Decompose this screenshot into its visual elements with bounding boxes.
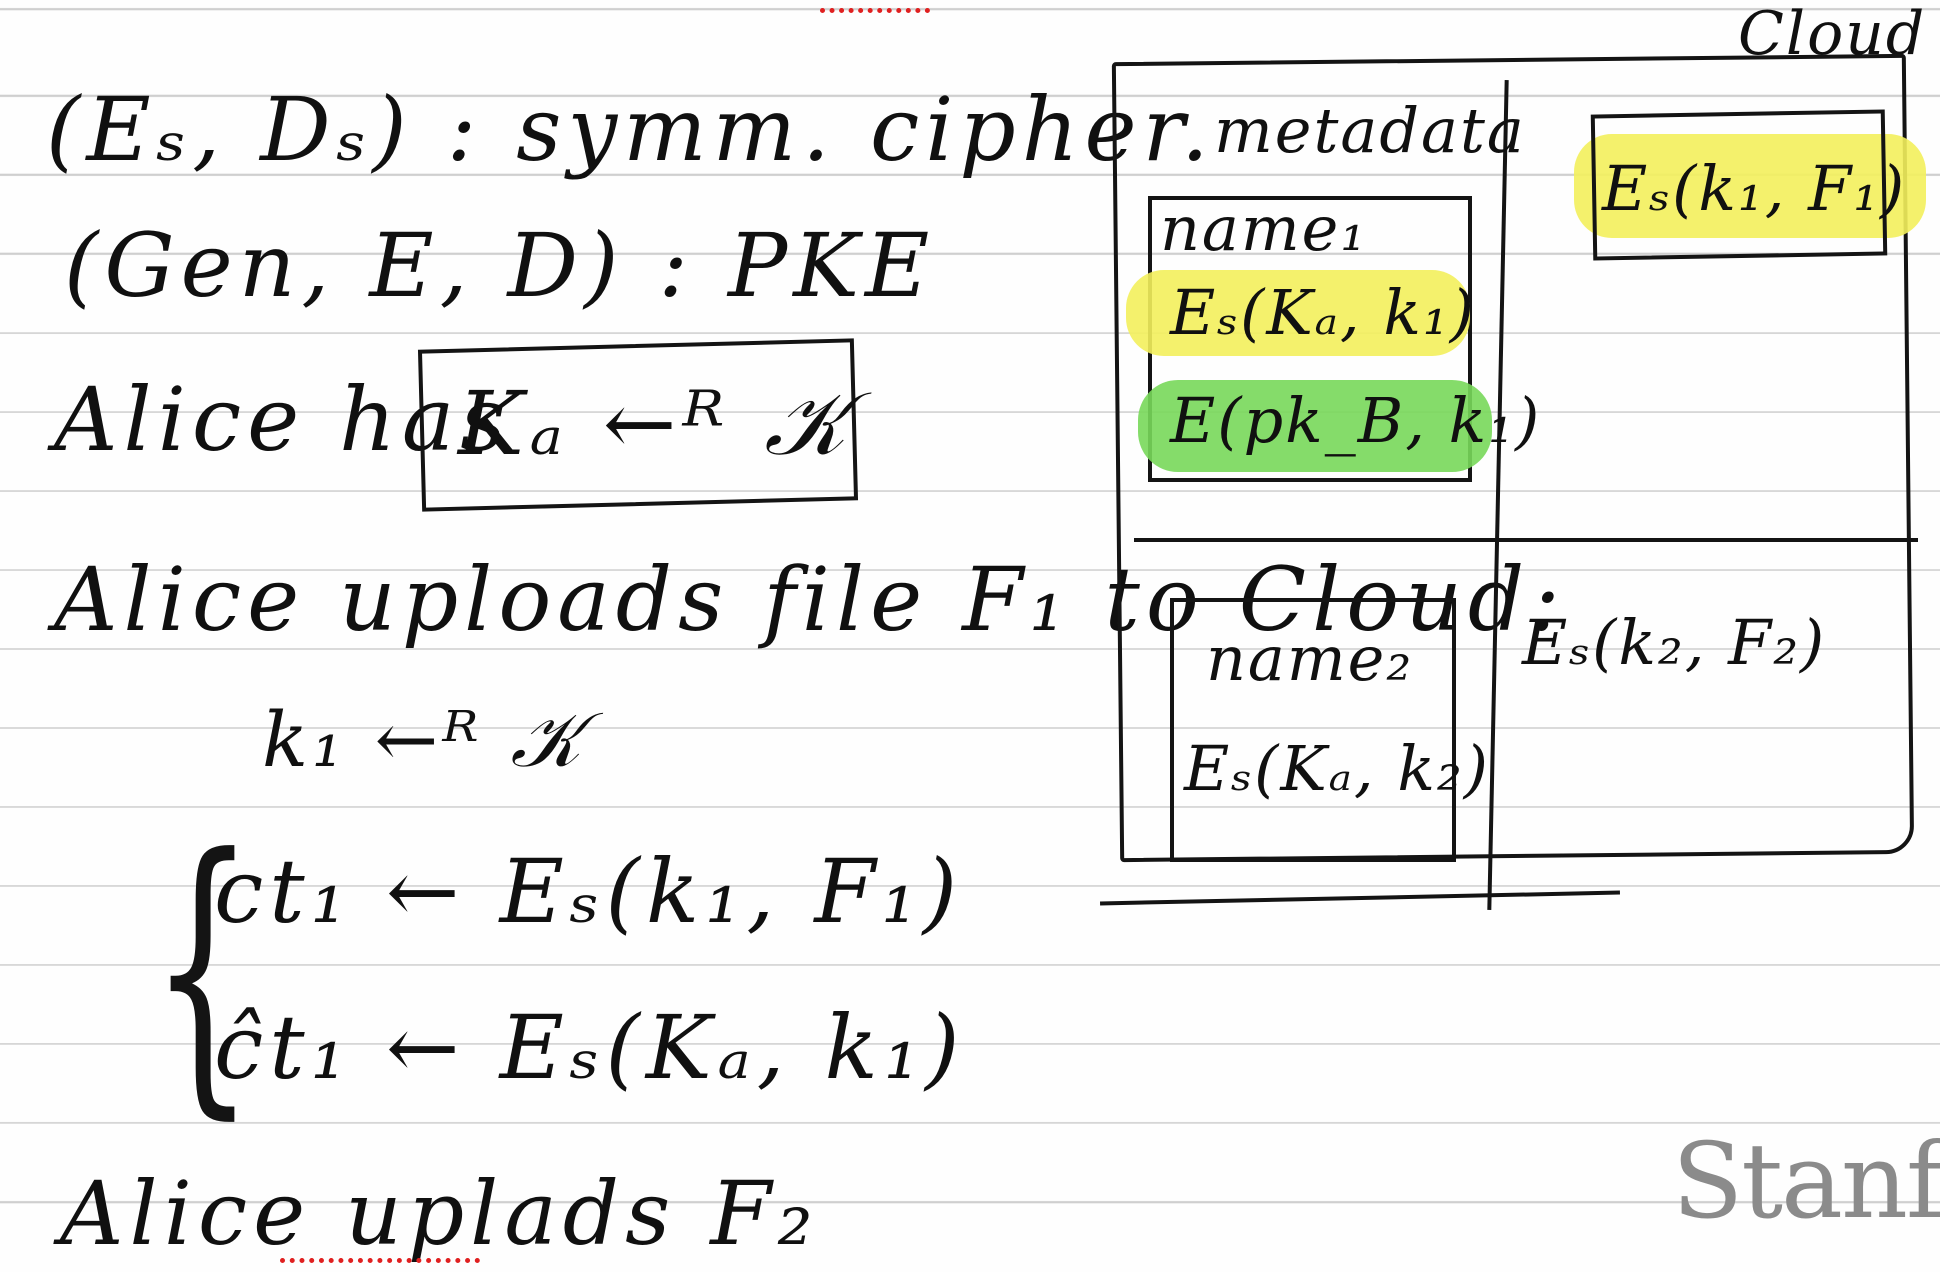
file2-entry1: Eₛ(Kₐ, k₂) [1184,732,1490,805]
file1-entry1-highlight [1126,270,1470,356]
file1-ciphertext: Eₛ(k₁, F₁) [1602,152,1907,225]
curly-brace: { [150,795,255,1144]
note-symmetric-cipher: (Eₛ, Dₛ) : symm. cipher. [46,78,1215,181]
file2-name: name₂ [1206,622,1414,695]
note-alice-has-label: Alice has [54,368,512,471]
file1-entry2: E(pk_B, k₁) [1170,384,1542,457]
cloud-row-divider [1134,538,1918,542]
cloud-title: Cloud [1738,0,1927,69]
file1-entry2-highlight [1138,380,1492,472]
cloud-base-line [1100,890,1620,906]
metadata-header: metadata [1214,94,1526,167]
note-ct1-hat: ĉt₁ ← Eₛ(Kₐ, k₁) [214,996,966,1099]
top-spellcheck-underline [820,8,930,13]
stanford-watermark: Stanfo [1672,1120,1940,1242]
file2-ciphertext: Eₛ(k₂, F₂) [1522,606,1827,679]
note-k1-sample: k₁ ←ᴿ 𝒦 [262,695,586,784]
uplads-spellcheck-underline [280,1258,480,1263]
file2-metadata-box [1170,598,1456,862]
note-pke: (Gen, E, D) : PKE [64,214,936,317]
note-alice-key: Kₐ ←ᴿ 𝒦 [458,372,852,475]
file1-ciphertext-highlight [1574,134,1926,238]
file1-name: name₁ [1160,192,1368,265]
note-ct1: ct₁ ← Eₛ(k₁, F₁) [214,840,964,943]
file1-entry1: Eₛ(Kₐ, k₁) [1170,276,1476,349]
note-alice-uploads-f2: Alice uplads F₂ [60,1162,819,1265]
